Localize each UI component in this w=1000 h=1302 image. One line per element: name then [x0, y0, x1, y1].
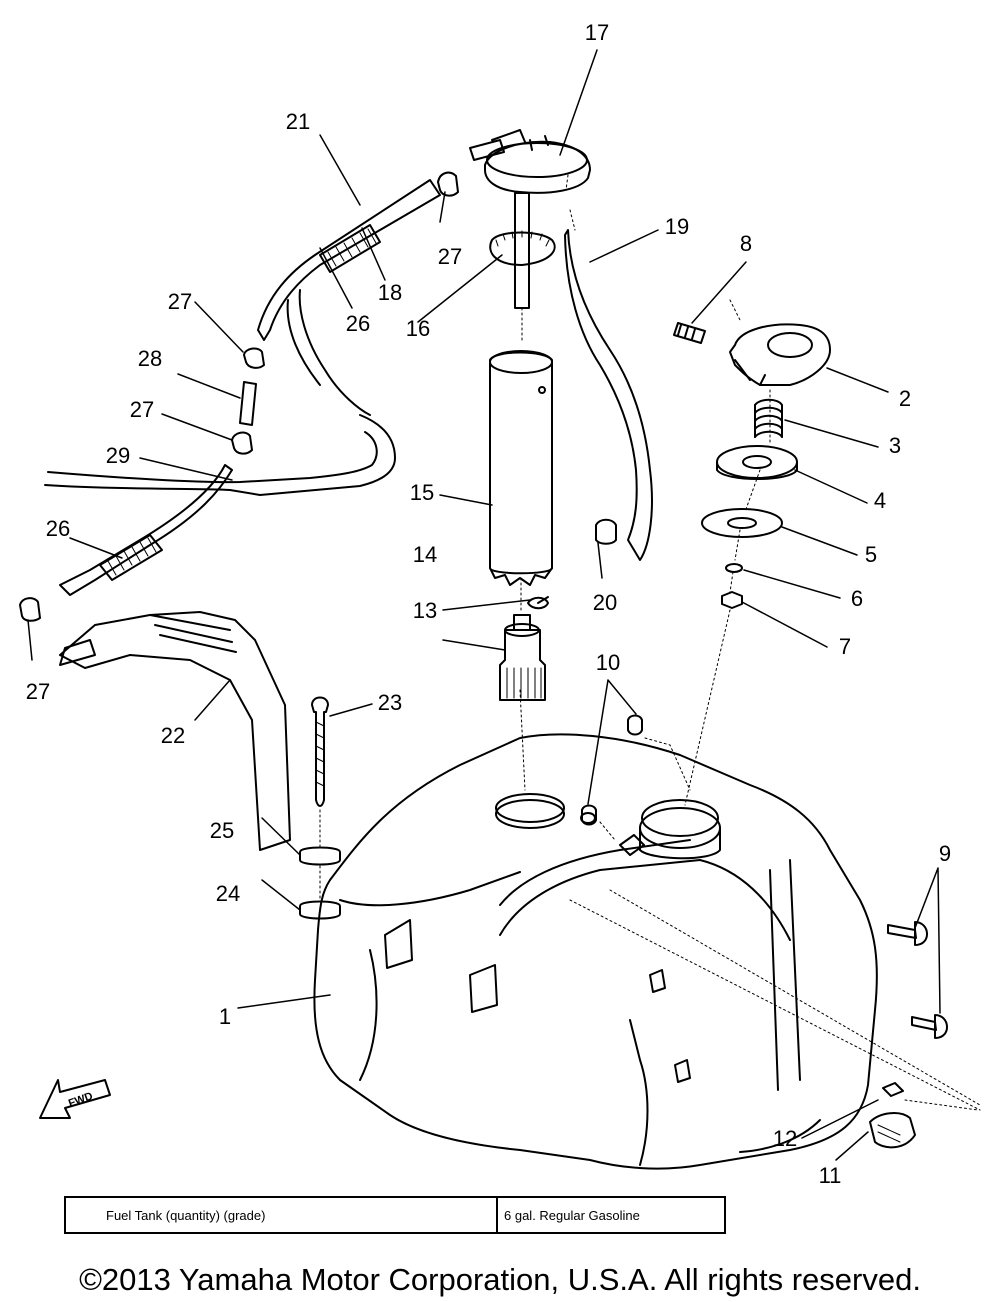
clip-12 [882, 1082, 904, 1097]
washer [725, 563, 743, 573]
screw [311, 696, 329, 807]
fwd-label: FWD [67, 1090, 95, 1110]
clip-14 [527, 596, 549, 610]
callout-6: 6 [851, 586, 863, 611]
hoses [44, 179, 653, 596]
callout-17: 17 [585, 20, 609, 45]
callout-27b: 27 [168, 289, 192, 314]
pin [673, 322, 706, 344]
spec-table-item: Fuel Tank (quantity) (grade) [106, 1207, 266, 1223]
cap-plate [716, 445, 798, 479]
side-fittings [569, 714, 981, 1149]
callout-9: 9 [939, 841, 951, 866]
callout-7: 7 [839, 634, 851, 659]
callout-19: 19 [665, 214, 689, 239]
callout-16: 16 [406, 316, 430, 341]
tank-bracket [59, 611, 341, 920]
damper-25 [299, 846, 341, 866]
damper-24 [299, 900, 341, 920]
callout-22: 22 [161, 723, 185, 748]
callouts: 1 2 3 4 5 6 7 8 9 10 11 12 13 14 15 16 1… [26, 20, 951, 1188]
callout-8: 8 [740, 231, 752, 256]
filler-cap-assembly [565, 174, 831, 806]
callout-2: 2 [899, 386, 911, 411]
nut [721, 591, 743, 609]
callout-15: 15 [410, 480, 434, 505]
bolt-lower [911, 1014, 948, 1039]
callout-4: 4 [874, 488, 886, 513]
callout-29: 29 [106, 443, 130, 468]
callout-1: 1 [219, 1004, 231, 1029]
spring [754, 398, 783, 438]
callout-12: 12 [773, 1126, 797, 1151]
clamp-27-a [243, 347, 265, 369]
callout-20: 20 [593, 590, 617, 615]
callout-25: 25 [210, 818, 234, 843]
fwd-arrow-icon [39, 1079, 111, 1119]
callout-23: 23 [378, 690, 402, 715]
fuel-tank [313, 733, 878, 1170]
callout-24: 24 [216, 881, 240, 906]
fuel-filter [499, 596, 549, 701]
pump-and-pipe [469, 129, 591, 791]
callout-3: 3 [889, 433, 901, 458]
protector-18 [319, 224, 381, 273]
bolt-upper [887, 921, 928, 946]
grommet-lower [581, 804, 597, 826]
grommet-upper [627, 714, 643, 736]
callout-11: 11 [819, 1163, 842, 1188]
pipe [489, 351, 553, 575]
callout-26b: 26 [46, 516, 70, 541]
callout-5: 5 [865, 542, 877, 567]
small-fittings [19, 171, 617, 622]
callout-13: 13 [413, 598, 437, 623]
spec-table: Fuel Tank (quantity) (grade) 6 gal. Regu… [64, 1196, 726, 1234]
callout-27c: 27 [130, 397, 154, 422]
joint [239, 381, 257, 426]
callout-28: 28 [138, 346, 162, 371]
clamp-27-c [19, 597, 41, 622]
callout-27d: 27 [26, 679, 50, 704]
gasket [701, 508, 783, 538]
callout-21: 21 [286, 109, 310, 134]
clamp-27-top [437, 171, 459, 197]
ring [489, 231, 556, 266]
protector-26 [99, 534, 163, 581]
spec-table-value: 6 gal. Regular Gasoline [496, 1198, 724, 1232]
callout-14: 14 [413, 542, 437, 567]
copyright-notice: ©2013 Yamaha Motor Corporation, U.S.A. A… [79, 1262, 921, 1297]
callout-10: 10 [596, 650, 620, 675]
clamp-27-b [231, 431, 253, 455]
callout-27a: 27 [438, 244, 462, 269]
callout-26a: 26 [346, 311, 370, 336]
leader-lines [27, 49, 941, 1161]
cock [869, 1112, 916, 1149]
callout-18: 18 [378, 280, 402, 305]
clamp-20 [595, 518, 617, 545]
